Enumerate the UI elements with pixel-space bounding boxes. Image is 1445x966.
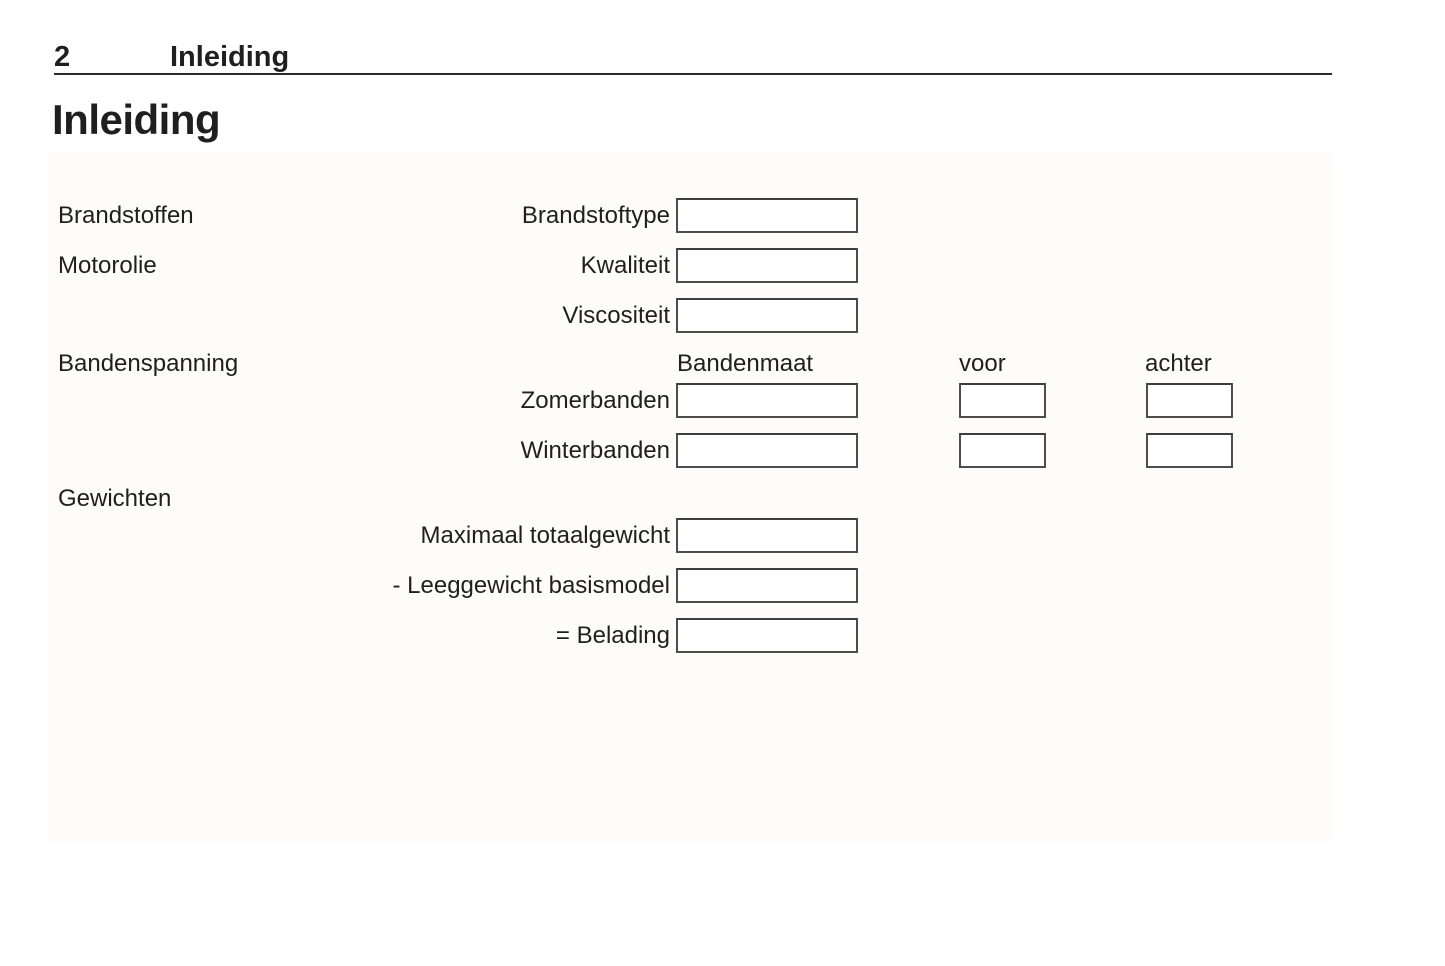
- field-label-zomerbanden: Zomerbanden: [520, 387, 670, 414]
- winterbanden-achter-input[interactable]: [1146, 433, 1233, 468]
- field-label-viscositeit: Viscositeit: [562, 302, 670, 329]
- column-header-achter: achter: [1145, 350, 1212, 377]
- kwaliteit-input[interactable]: [676, 248, 858, 283]
- field-label-maximaal-totaalgewicht: Maximaal totaalgewicht: [420, 522, 670, 549]
- column-header-voor: voor: [959, 350, 1006, 377]
- page-title: Inleiding: [52, 96, 221, 143]
- section-label-gewichten: Gewichten: [58, 485, 172, 512]
- header-page-number: 2: [54, 41, 71, 73]
- field-label-winterbanden: Winterbanden: [520, 437, 670, 464]
- column-header-bandenmaat: Bandenmaat: [677, 350, 814, 377]
- field-label-brandstoftype: Brandstoftype: [521, 202, 670, 229]
- zomerbanden-voor-input[interactable]: [959, 383, 1046, 418]
- field-label-leeggewicht-basismodel: - Leeggewicht basismodel: [392, 572, 671, 599]
- zomerbanden-bandenmaat-input[interactable]: [676, 383, 858, 418]
- brandstoftype-input[interactable]: [676, 198, 858, 233]
- section-label-brandstoffen: Brandstoffen: [58, 202, 194, 229]
- header-rule: [54, 73, 1332, 75]
- winterbanden-bandenmaat-input[interactable]: [676, 433, 858, 468]
- field-label-kwaliteit: Kwaliteit: [580, 252, 670, 279]
- zomerbanden-achter-input[interactable]: [1146, 383, 1233, 418]
- section-label-bandenspanning: Bandenspanning: [58, 350, 239, 377]
- field-label-belading: = Belading: [555, 622, 670, 649]
- maximaal-totaalgewicht-input[interactable]: [676, 518, 858, 553]
- section-label-motorolie: Motorolie: [58, 252, 157, 279]
- leeggewicht-basismodel-input[interactable]: [676, 568, 858, 603]
- header-chapter-title: Inleiding: [170, 41, 290, 73]
- viscositeit-input[interactable]: [676, 298, 858, 333]
- belading-input[interactable]: [676, 618, 858, 653]
- winterbanden-voor-input[interactable]: [959, 433, 1046, 468]
